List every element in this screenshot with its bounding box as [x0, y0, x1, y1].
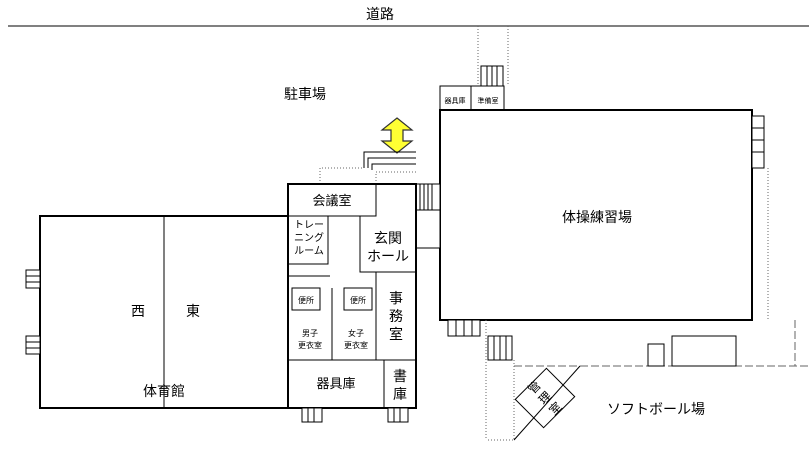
toilet-men-label: 便所: [298, 295, 314, 305]
management-room: [514, 367, 576, 429]
entrance-steps: [363, 151, 416, 170]
field-structure-large: [671, 335, 737, 367]
gymnastics-hall-label: 体操練習場: [562, 210, 632, 226]
east-label: 東: [186, 304, 200, 320]
central-building: [287, 183, 417, 409]
toilet-women-label: 便所: [350, 295, 366, 305]
stairs-bottom-central: [301, 407, 409, 423]
training-room-label: トレー ニング ルーム: [294, 220, 324, 257]
entrance-hall-label: 玄関 ホール: [367, 231, 409, 265]
prep-room-label: 準備室: [478, 96, 499, 105]
stairs-bottom-hall: [447, 319, 513, 361]
stairs-left: [25, 269, 41, 355]
stairs-top: [480, 65, 504, 87]
storage-small-label: 器具庫: [445, 96, 466, 105]
office-label: 事 務 室: [389, 291, 403, 343]
road-label: 道路: [366, 7, 394, 23]
locker-men-label: 男子 更衣室: [298, 329, 322, 350]
stairs-right: [751, 115, 765, 169]
entrance-canopy: [319, 167, 416, 184]
west-label: 西: [131, 304, 145, 320]
library-label: 書 庫: [393, 369, 407, 403]
equipment-storage-label: 器具庫: [316, 377, 355, 392]
road-access-path: [477, 26, 509, 86]
gymnastics-hall: [439, 109, 753, 321]
locker-women-label: 女子 更衣室: [344, 329, 368, 350]
connector-corridor: [415, 183, 441, 249]
parking-label: 駐車場: [284, 86, 326, 103]
softball-field-label: ソフトボール場: [607, 402, 705, 418]
field-boundary-diagonal: [513, 365, 581, 441]
double-arrow-vertical-icon: [380, 117, 414, 154]
central-rooms: [287, 184, 416, 408]
gymnasium-label: 体育館: [143, 383, 185, 400]
small-rooms: [439, 85, 505, 111]
field-structure-small: [647, 343, 665, 367]
meeting-room-label: 会議室: [312, 193, 351, 209]
